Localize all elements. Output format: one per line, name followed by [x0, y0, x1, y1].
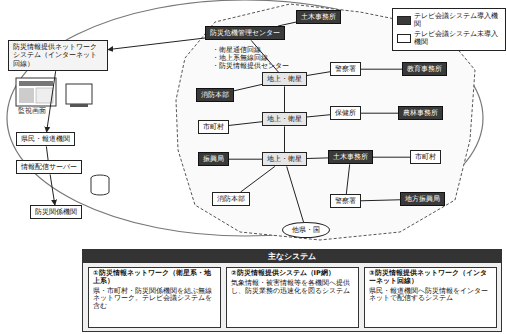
network-line [307, 72, 330, 76]
office-box: 地方振興局 [400, 192, 445, 206]
relay-box: 地上・衛星 [262, 152, 307, 166]
system-panel: 防災情報提供ネットワークシステム（インターネット回線） [8, 40, 108, 71]
note-label: ・地上系無線回線 [212, 55, 268, 63]
office-box: 消防本部 [196, 88, 234, 102]
node-text: 農林事務所 [403, 109, 438, 117]
node-text: 振興局 [203, 155, 224, 163]
node-text: 気象情報・被害情報等を各機関へ提供し、防災業務の迅速化を図るシステム [231, 280, 354, 296]
network-line [373, 157, 410, 158]
relay-box: 地上・衛星 [262, 72, 307, 86]
system-box: ①防災情報ネットワーク（衛星系・地上系） 県・市町村・防災関係機関を結ぶ無線ネット… [88, 267, 221, 328]
office-box: 消防本部 [212, 192, 250, 206]
node-text: 土木事務所 [333, 153, 368, 161]
legend-row: テレビ会議システム導入機関 [397, 12, 501, 29]
office-box: 土木事務所 [296, 10, 341, 24]
node-text: 警察署 [335, 197, 356, 205]
node-text: 情報配信サーバー [21, 163, 77, 171]
network-line [361, 113, 398, 114]
network-line [284, 86, 285, 112]
office-box: 市町村 [410, 150, 441, 164]
office-box: 警察署 [330, 194, 361, 208]
node-text: 地方振興局 [405, 195, 440, 203]
node-text: 県民・報道機関へ防災情報をインターネットで配信するシステム [369, 288, 492, 304]
note-label: 監視画面 [18, 108, 46, 116]
office-box: 警察署 [330, 62, 361, 76]
node-text: 市町村 [203, 123, 224, 131]
node-text: 地上・衛星 [267, 115, 302, 123]
database-symbol [91, 175, 109, 195]
node-text: 防災危機管理センター [210, 29, 280, 37]
network-line [287, 166, 304, 222]
center-box: 防災危機管理センター [205, 26, 285, 40]
network-line [108, 38, 205, 50]
legend-text: テレビ会議システム未導入機関 [414, 30, 501, 47]
legend-swatch [397, 16, 411, 25]
office-box: 振興局 [198, 152, 229, 166]
node-text: 消防本部 [201, 91, 229, 99]
network-line [361, 200, 400, 201]
node-text: 教育事務所 [407, 65, 442, 73]
network-line [284, 126, 285, 152]
office-box: 保健所 [330, 106, 361, 120]
network-line [47, 71, 56, 132]
office-box: 市町村 [198, 120, 229, 134]
node-text: 防災情報提供ネットワークシステム（インターネット回線） [13, 43, 103, 68]
legend-row: テレビ会議システム未導入機関 [397, 30, 501, 47]
node-text: 警察署 [335, 65, 356, 73]
network-line [361, 69, 402, 70]
office-box: 土木事務所 [328, 150, 373, 164]
node-text: 地上・衛星 [267, 75, 302, 83]
node-text: 市町村 [415, 153, 436, 161]
node-text: 県・市町村・防災関係機関を結ぶ無線ネットワーク。テレビ会議システムを含む [93, 288, 216, 311]
note-label: ・衛星通信回線 [212, 47, 261, 55]
system-band: 主なシステム ①防災情報ネットワーク（衛星系・地上系） 県・市町村・防災関係機関を結… [82, 249, 502, 332]
node-text: 他県・国 [292, 226, 320, 234]
node-text: 保健所 [335, 109, 356, 117]
org-box: 県民・報道機関 [16, 132, 75, 146]
node-text: 消防本部 [217, 195, 245, 203]
network-line [346, 164, 349, 194]
node-text: 防災関係機関 [35, 208, 77, 216]
server-box: 情報配信サーバー [16, 160, 82, 174]
network-line [229, 159, 262, 160]
node-text: ③防災情報提供ネットワーク（インターネット回線） [369, 270, 492, 286]
office-box: 教育事務所 [402, 62, 447, 76]
external-ellipse: 他県・国 [282, 222, 330, 238]
office-box: 農林事務所 [398, 106, 443, 120]
legend-swatch [397, 34, 411, 43]
network-line [50, 174, 55, 205]
relay-box: 地上・衛星 [262, 112, 307, 126]
network-line [229, 122, 262, 126]
network-line [307, 157, 328, 159]
network-line [46, 146, 48, 160]
node-text: ①防災情報ネットワーク（衛星系・地上系） [93, 270, 216, 286]
note-label: ・防災情報提供センター [212, 63, 289, 71]
node-text: 地上・衛星 [267, 155, 302, 163]
node-text: 主なシステム [83, 250, 501, 263]
network-line [234, 84, 262, 90]
network-line [307, 115, 330, 117]
legend-text: テレビ会議システム導入機関 [414, 12, 501, 29]
org-box: 防災関係機関 [30, 205, 82, 219]
legend: テレビ会議システム導入機関テレビ会議システム未導入機関 [392, 8, 506, 51]
node-text: 土木事務所 [301, 13, 336, 21]
system-box: ③防災情報提供ネットワーク（インターネット回線） 県民・報道機関へ防災情報をインタ… [364, 267, 497, 328]
node-text: 県民・報道機関 [21, 135, 70, 143]
system-box: ②防災情報提供システム（IP網） 気象情報・被害情報等を各機関へ提供し、防災業務の… [226, 267, 359, 328]
network-line [241, 166, 275, 192]
node-text: ②防災情報提供システム（IP網） [231, 270, 354, 278]
